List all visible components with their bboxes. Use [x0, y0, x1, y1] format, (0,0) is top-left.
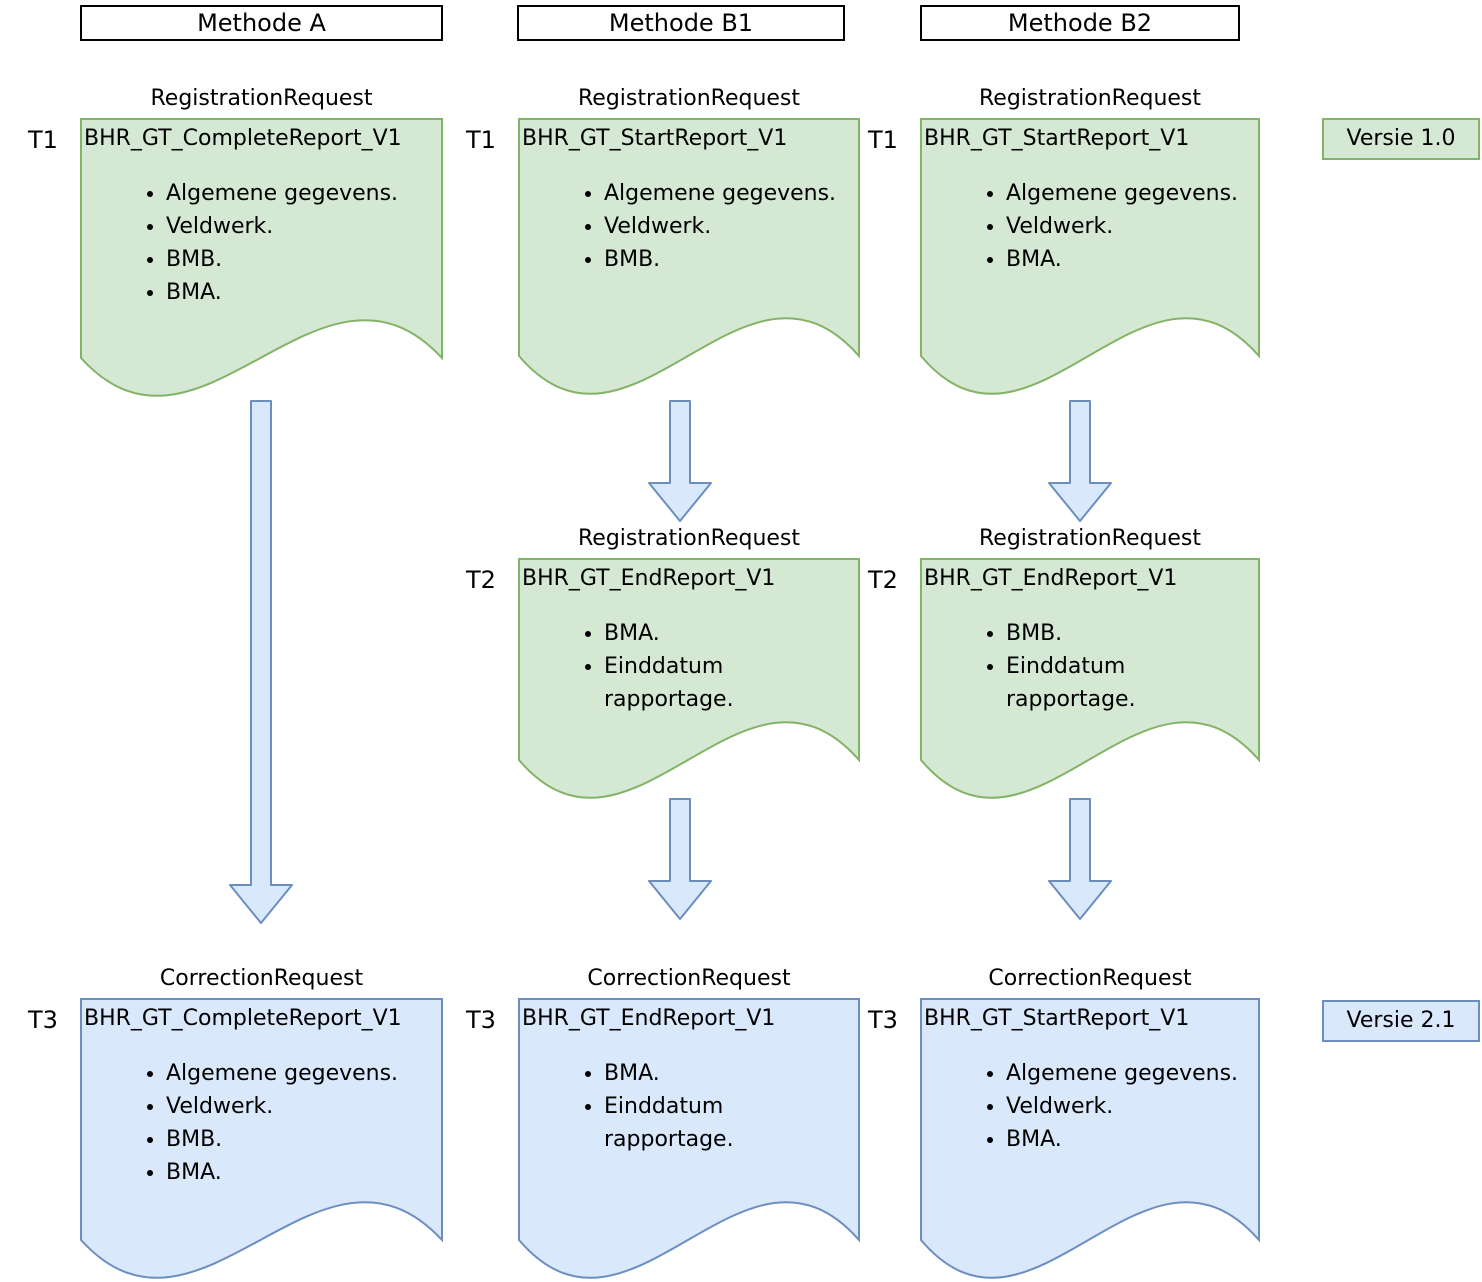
document-content: BHR_GT_CompleteReport_V1 Algemene gegeve… — [80, 118, 443, 309]
bullet-item: BMB. — [1006, 617, 1258, 650]
time-label: T2 — [868, 566, 898, 594]
method-header-b1: Methode B1 — [517, 5, 845, 41]
document-shape — [518, 558, 860, 799]
bullet-item: Algemene gegevens. — [604, 177, 858, 210]
document-title: BHR_GT_CompleteReport_V1 — [84, 126, 402, 151]
bullet-item: Algemene gegevens. — [166, 1057, 441, 1090]
document-b1-t2: RegistrationRequest T2 BHR_GT_EndReport_… — [466, 526, 860, 800]
document-shape — [518, 998, 860, 1279]
document-b2-t3: CorrectionRequest T3 BHR_GT_StartReport_… — [868, 966, 1260, 1280]
bullet-list: Algemene gegevens. Veldwerk. BMA. — [924, 1057, 1258, 1156]
bullet-item: Einddatum rapportage. — [604, 650, 858, 716]
time-label: T1 — [868, 126, 898, 154]
request-type-label: CorrectionRequest — [988, 966, 1192, 991]
request-type-label: RegistrationRequest — [577, 86, 801, 111]
bullet-item: Einddatum rapportage. — [1006, 650, 1258, 716]
bullet-item: Einddatum rapportage. — [604, 1090, 858, 1156]
document-title: BHR_GT_CompleteReport_V1 — [84, 1006, 402, 1031]
bullet-list: BMA. Einddatum rapportage. — [522, 1057, 858, 1156]
document-title: BHR_GT_EndReport_V1 — [924, 566, 1178, 591]
document-shape — [518, 118, 860, 395]
version-badge-2-1: Versie 2.1 — [1322, 1000, 1480, 1042]
bullet-list: Algemene gegevens. Veldwerk. BMA. — [924, 177, 1258, 276]
bullet-item: Veldwerk. — [166, 1090, 441, 1123]
down-arrow-b2-t2-t3 — [1048, 798, 1112, 920]
document-shape — [920, 118, 1260, 395]
bullet-item: Veldwerk. — [1006, 1090, 1258, 1123]
bullet-item: BMB. — [166, 243, 441, 276]
document-content: BHR_GT_StartReport_V1 Algemene gegevens.… — [518, 118, 860, 276]
request-type-label: RegistrationRequest — [978, 86, 1202, 111]
document-shape — [920, 998, 1260, 1279]
bullet-list: Algemene gegevens. Veldwerk. BMB. BMA. — [84, 1057, 441, 1189]
down-arrow-b1-t2-t3 — [648, 798, 712, 920]
time-label: T3 — [28, 1006, 58, 1034]
document-b1-t3: CorrectionRequest T3 BHR_GT_EndReport_V1… — [466, 966, 860, 1280]
request-type-label: RegistrationRequest — [978, 526, 1202, 551]
bullet-item: Algemene gegevens. — [1006, 1057, 1258, 1090]
document-b1-t1: RegistrationRequest T1 BHR_GT_StartRepor… — [466, 86, 860, 396]
document-shape — [80, 118, 443, 397]
document-content: BHR_GT_StartReport_V1 Algemene gegevens.… — [920, 118, 1260, 276]
down-arrow-b1-t1-t2 — [648, 400, 712, 522]
request-type-label: CorrectionRequest — [159, 966, 364, 991]
document-content: BHR_GT_EndReport_V1 BMB. Einddatum rappo… — [920, 558, 1260, 716]
document-content: BHR_GT_EndReport_V1 BMA. Einddatum rappo… — [518, 998, 860, 1156]
document-title: BHR_GT_StartReport_V1 — [522, 126, 788, 151]
bullet-item: BMA. — [1006, 243, 1258, 276]
document-title: BHR_GT_StartReport_V1 — [924, 1006, 1190, 1031]
time-label: T2 — [466, 566, 496, 594]
bullet-item: Algemene gegevens. — [1006, 177, 1258, 210]
document-shape — [80, 998, 443, 1279]
bullet-list: BMA. Einddatum rapportage. — [522, 617, 858, 716]
time-label: T1 — [466, 126, 496, 154]
document-b2-t2: RegistrationRequest T2 BHR_GT_EndReport_… — [868, 526, 1260, 800]
bullet-item: Veldwerk. — [604, 210, 858, 243]
request-type-label: RegistrationRequest — [577, 526, 801, 551]
document-content: BHR_GT_EndReport_V1 BMA. Einddatum rappo… — [518, 558, 860, 716]
down-arrow-a — [229, 400, 293, 924]
document-b2-t1: RegistrationRequest T1 BHR_GT_StartRepor… — [868, 86, 1260, 396]
request-type-label: RegistrationRequest — [150, 86, 373, 111]
method-header-a: Methode A — [80, 5, 443, 41]
bullet-item: BMA. — [1006, 1123, 1258, 1156]
document-a-t3: CorrectionRequest T3 BHR_GT_CompleteRepo… — [28, 966, 443, 1280]
request-type-label: CorrectionRequest — [587, 966, 791, 991]
document-title: BHR_GT_StartReport_V1 — [924, 126, 1190, 151]
bullet-item: BMB. — [604, 243, 858, 276]
bullet-list: Algemene gegevens. Veldwerk. BMB. — [522, 177, 858, 276]
document-content: BHR_GT_CompleteReport_V1 Algemene gegeve… — [80, 998, 443, 1189]
document-shape — [920, 558, 1260, 799]
bullet-item: Veldwerk. — [1006, 210, 1258, 243]
document-content: BHR_GT_StartReport_V1 Algemene gegevens.… — [920, 998, 1260, 1156]
bullet-item: Algemene gegevens. — [166, 177, 441, 210]
document-title: BHR_GT_EndReport_V1 — [522, 566, 776, 591]
document-a-t1: RegistrationRequest T1 BHR_GT_CompleteRe… — [28, 86, 443, 398]
method-header-b2: Methode B2 — [920, 5, 1240, 41]
down-arrow-b2-t1-t2 — [1048, 400, 1112, 522]
version-badge-1-0: Versie 1.0 — [1322, 118, 1480, 160]
document-title: BHR_GT_EndReport_V1 — [522, 1006, 776, 1031]
time-label: T1 — [28, 126, 58, 154]
bullet-list: BMB. Einddatum rapportage. — [924, 617, 1258, 716]
bullet-item: BMA. — [604, 617, 858, 650]
time-label: T3 — [466, 1006, 496, 1034]
bullet-item: BMA. — [166, 1156, 441, 1189]
bullet-item: Veldwerk. — [166, 210, 441, 243]
bullet-list: Algemene gegevens. Veldwerk. BMB. BMA. — [84, 177, 441, 309]
bullet-item: BMA. — [604, 1057, 858, 1090]
bullet-item: BMA. — [166, 276, 441, 309]
bullet-item: BMB. — [166, 1123, 441, 1156]
time-label: T3 — [868, 1006, 898, 1034]
